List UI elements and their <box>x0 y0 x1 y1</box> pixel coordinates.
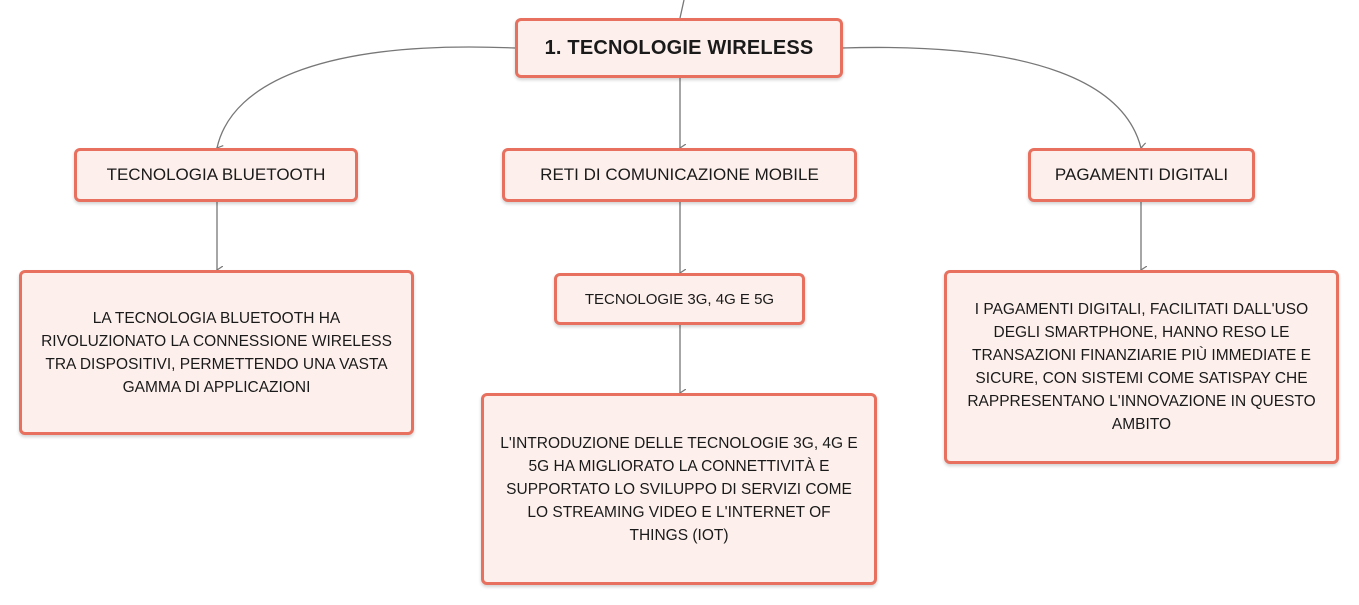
branch-node-label: PAGAMENTI DIGITALI <box>1054 165 1229 184</box>
description-node-payments[interactable]: I PAGAMENTI DIGITALI, FACILITATI DALL'US… <box>944 270 1339 464</box>
sub-node-3g-4g-5g[interactable]: TECNOLOGIE 3G, 4G E 5G <box>554 273 805 325</box>
branch-node-label: TECNOLOGIA BLUETOOTH <box>106 165 326 184</box>
root-node-label: 1. TECNOLOGIE WIRELESS <box>544 36 814 59</box>
connector-parent-root <box>679 0 685 19</box>
connector-root-payments <box>841 46 1141 148</box>
description-node-bluetooth[interactable]: LA TECNOLOGIA BLUETOOTH HA RIVOLUZIONATO… <box>19 270 414 435</box>
connector-root-bluetooth <box>217 46 516 148</box>
sub-node-label: TECNOLOGIE 3G, 4G E 5G <box>584 290 775 308</box>
branch-node-bluetooth[interactable]: TECNOLOGIA BLUETOOTH <box>74 148 358 202</box>
description-node-text: I PAGAMENTI DIGITALI, FACILITATI DALL'US… <box>967 301 1316 433</box>
branch-node-label: RETI DI COMUNICAZIONE MOBILE <box>540 165 819 184</box>
description-node-mobile[interactable]: L'INTRODUZIONE DELLE TECNOLOGIE 3G, 4G E… <box>481 393 877 585</box>
root-node[interactable]: 1. TECNOLOGIE WIRELESS <box>515 18 843 78</box>
description-node-text: L'INTRODUZIONE DELLE TECNOLOGIE 3G, 4G E… <box>500 434 858 544</box>
branch-node-mobile[interactable]: RETI DI COMUNICAZIONE MOBILE <box>502 148 857 202</box>
branch-node-payments[interactable]: PAGAMENTI DIGITALI <box>1028 148 1255 202</box>
description-node-text: LA TECNOLOGIA BLUETOOTH HA RIVOLUZIONATO… <box>41 309 392 396</box>
